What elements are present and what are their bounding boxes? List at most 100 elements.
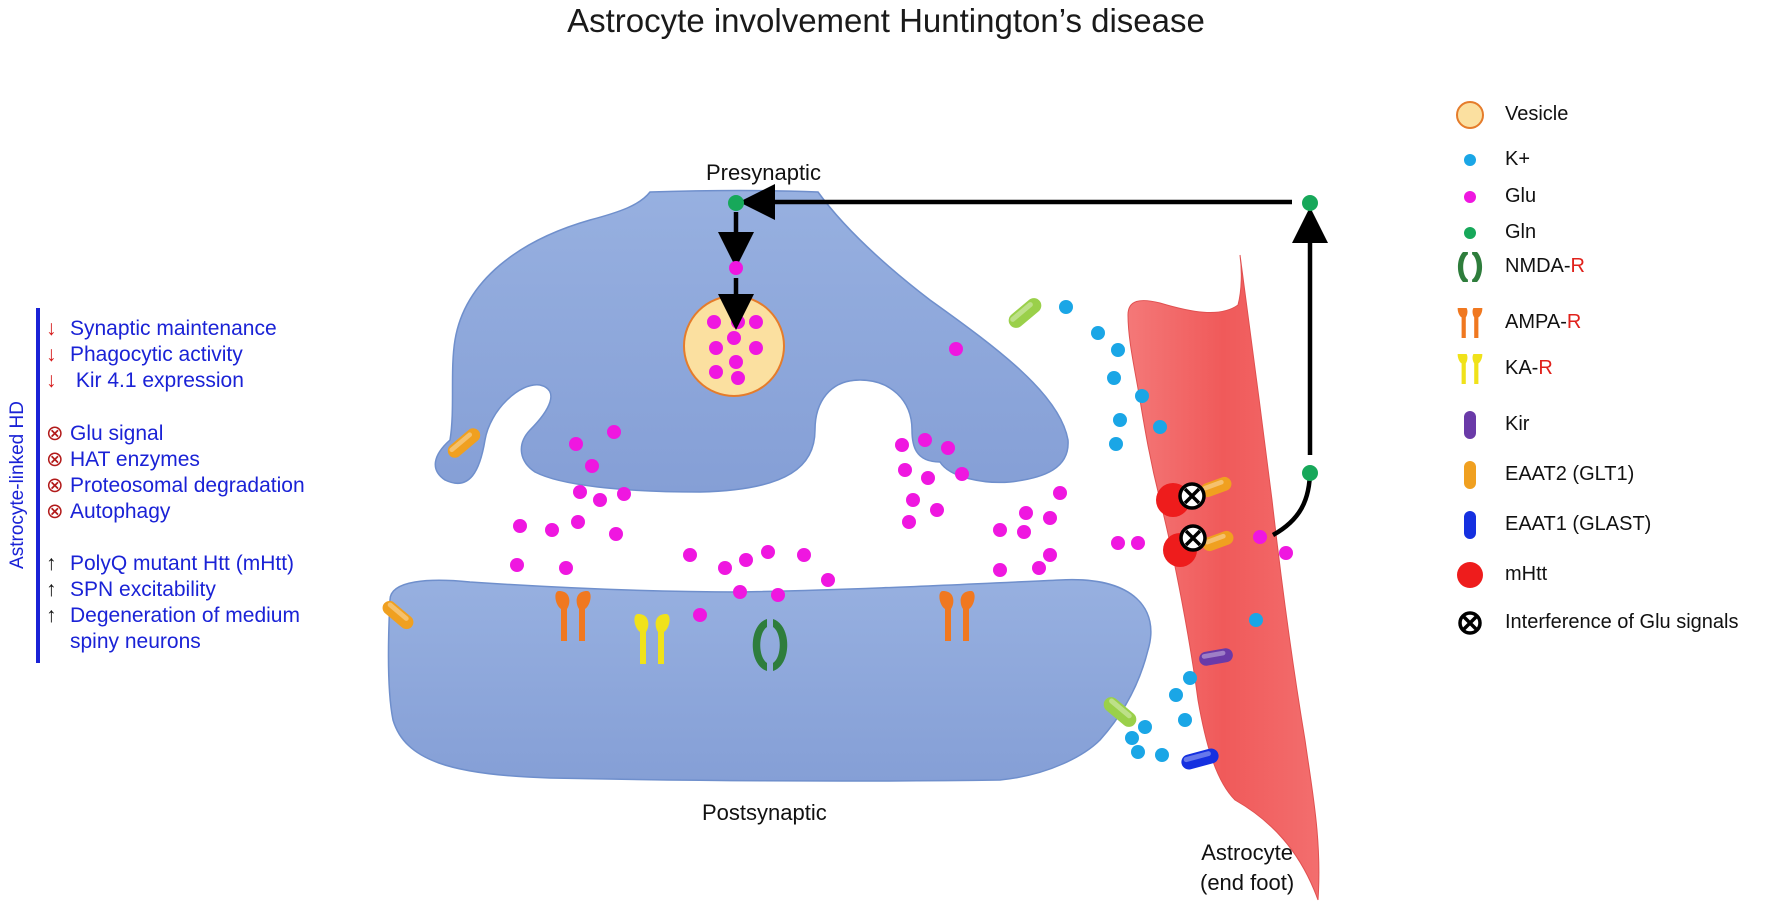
glu-dot xyxy=(727,331,741,345)
effect-item: ⊗Glu signal xyxy=(46,421,163,447)
k-ion-dot xyxy=(1059,300,1073,314)
effect-symbol: ↓ xyxy=(46,369,57,392)
legend-label-suffix: R xyxy=(1570,255,1585,277)
effect-item: ↓ Kir 4.1 expression xyxy=(46,368,244,394)
k-ion-icon xyxy=(1464,154,1476,166)
legend-label-text: AMPA- xyxy=(1505,311,1567,333)
astrocyte-label-line2: (end foot) xyxy=(1200,870,1295,895)
vesicle-icon xyxy=(1456,101,1484,129)
effect-symbol: ↑ xyxy=(46,578,57,601)
glu-dot xyxy=(906,493,920,507)
glu-dot xyxy=(898,463,912,477)
astrocyte-label-line1: Astrocyte xyxy=(1201,840,1293,865)
glu-dot xyxy=(707,315,721,329)
glu-dot xyxy=(941,441,955,455)
glu-dot xyxy=(895,438,909,452)
effect-text: Proteosomal degradation xyxy=(70,474,305,497)
glu-dot xyxy=(918,433,932,447)
effect-item: ↓ Phagocytic activity xyxy=(46,342,243,368)
glu-dot xyxy=(1279,546,1293,560)
k-ion-dot xyxy=(1131,745,1145,759)
effect-text: Glu signal xyxy=(70,422,164,445)
glu-dot xyxy=(949,342,963,356)
postsynaptic-label: Postsynaptic xyxy=(702,800,827,825)
glu-dot xyxy=(731,315,745,329)
interference-icon xyxy=(1179,524,1207,552)
effect-symbol: ⊗ xyxy=(46,448,64,471)
legend-label: EAAT2 (GLT1) xyxy=(1505,463,1634,486)
glu-dot xyxy=(573,485,587,499)
glu-dot xyxy=(709,365,723,379)
eaat2-transporter xyxy=(1202,530,1234,552)
effect-item: ↓Synaptic maintenance xyxy=(46,316,277,342)
glu-dot xyxy=(510,558,524,572)
glu-dot xyxy=(1111,536,1125,550)
eaat1-icon xyxy=(1464,511,1476,539)
glu-dot xyxy=(545,523,559,537)
legend-label-text: K+ xyxy=(1505,148,1531,170)
gln-icon xyxy=(1464,227,1476,239)
kir-channel-green xyxy=(1008,298,1042,328)
k-ion-dot xyxy=(1249,613,1263,627)
k-ion-dot xyxy=(1109,437,1123,451)
effect-text: PolyQ mutant Htt (mHtt) xyxy=(70,552,295,575)
k-ion-dot xyxy=(1111,343,1125,357)
gln-dot xyxy=(1302,195,1318,211)
glu-dot xyxy=(593,493,607,507)
k-ion-dot xyxy=(1169,688,1183,702)
glu-dot xyxy=(1043,511,1057,525)
effect-symbol: ⊗ xyxy=(46,500,64,523)
legend-label: mHtt xyxy=(1505,563,1547,586)
effect-item: ⊗HAT enzymes xyxy=(46,447,200,473)
ka-receptor xyxy=(634,614,670,664)
legend-label-text: KA- xyxy=(1505,357,1539,379)
k-ion-dot xyxy=(1153,420,1167,434)
glu-dot xyxy=(821,573,835,587)
glu-dot xyxy=(739,553,753,567)
glu-dot xyxy=(617,487,631,501)
glu-dot xyxy=(571,515,585,529)
effect-symbol: ↑ xyxy=(46,552,57,575)
k-ion-dot xyxy=(1091,326,1105,340)
legend-label-text: Vesicle xyxy=(1505,103,1569,125)
kir-channel xyxy=(1199,648,1233,666)
effect-text: Synaptic maintenance xyxy=(70,317,277,340)
side-label-text: Astrocyte-linked HD xyxy=(7,401,28,569)
potassium-ions xyxy=(1059,300,1263,762)
glu-dot xyxy=(1131,536,1145,550)
glu-dot xyxy=(693,608,707,622)
effect-item: ↑SPN excitability xyxy=(46,577,216,603)
k-ion-dot xyxy=(1107,371,1121,385)
legend-label-text: Interference of Glu signals xyxy=(1505,611,1739,633)
glu-dot xyxy=(731,371,745,385)
astrocyte-end-foot xyxy=(1127,254,1320,901)
legend-label: Glu xyxy=(1505,185,1536,208)
diagram-title: Astrocyte involvement Huntington’s disea… xyxy=(567,2,1205,39)
legend-label: NMDA-R xyxy=(1505,255,1585,278)
legend-label: K+ xyxy=(1505,148,1530,171)
effect-text: Phagocytic activity xyxy=(70,343,243,366)
effect-item: ↑Degeneration of medium xyxy=(46,603,300,629)
membrane-proteins xyxy=(382,298,1234,770)
glu-dot xyxy=(771,588,785,602)
effect-symbol: ⊗ xyxy=(46,474,64,497)
kir-channel-icon xyxy=(1464,411,1476,439)
gln-dot xyxy=(1302,465,1318,481)
glu-dot xyxy=(609,527,623,541)
ka-receptor-icon xyxy=(1457,354,1483,384)
effect-text: Autophagy xyxy=(70,500,171,523)
mhtt-interference-group xyxy=(1156,482,1207,567)
legend-label: Vesicle xyxy=(1505,103,1568,126)
legend-label: Gln xyxy=(1505,221,1536,244)
glu-dot xyxy=(1043,548,1057,562)
effect-symbol: ↓ xyxy=(46,343,57,366)
effect-text: Degeneration of medium xyxy=(70,604,300,627)
legend-label-suffix: R xyxy=(1566,311,1582,333)
nmda-receptor xyxy=(752,619,788,671)
glu-dot xyxy=(729,355,743,369)
legend-label-text: EAAT1 (GLAST) xyxy=(1505,513,1652,535)
glu-icon xyxy=(1464,191,1476,203)
glu-uptake-curve xyxy=(1271,469,1313,537)
glu-dot xyxy=(921,471,935,485)
